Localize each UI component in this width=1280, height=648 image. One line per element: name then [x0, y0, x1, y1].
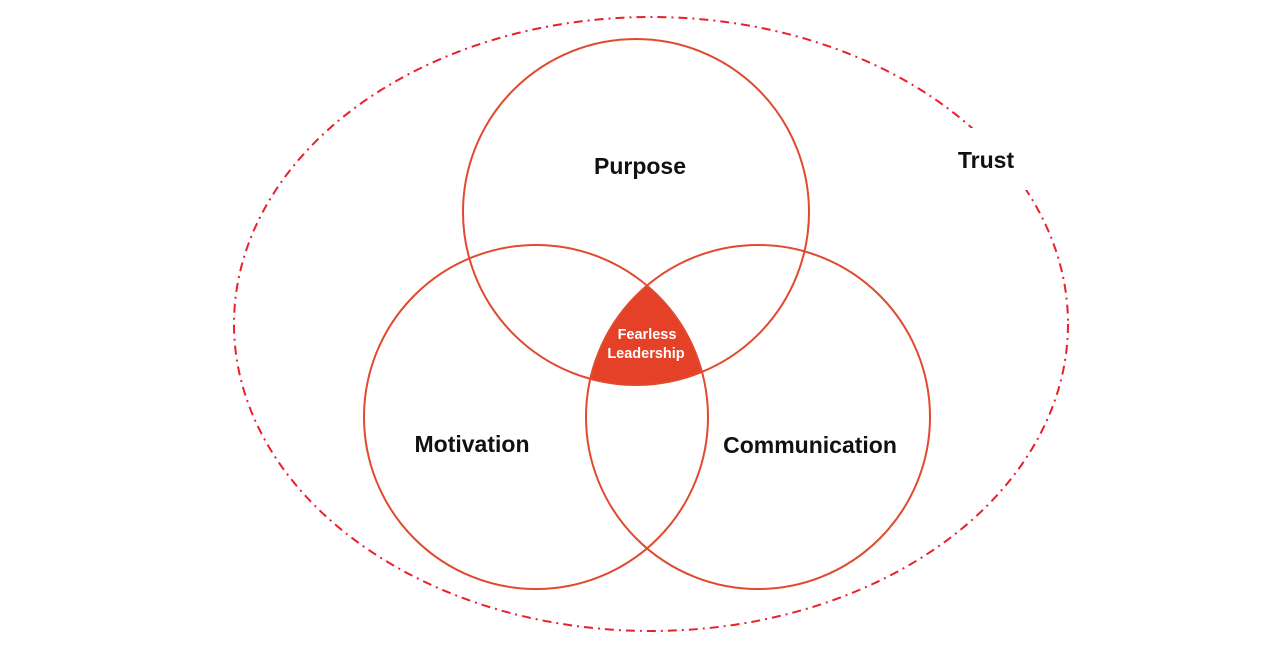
circle-motivation	[363, 244, 709, 590]
trust-boundary	[233, 16, 1069, 632]
circle-communication	[585, 244, 931, 590]
label-communication: Communication	[723, 432, 897, 458]
label-trust: Trust	[958, 147, 1015, 173]
label-purpose: Purpose	[594, 153, 686, 179]
center-label-line2: Leadership	[607, 346, 684, 362]
circle-purpose	[462, 38, 810, 386]
trust-label-backdrop	[940, 128, 1035, 190]
label-motivation: Motivation	[415, 431, 530, 457]
center-label-line1: Fearless	[618, 327, 677, 343]
